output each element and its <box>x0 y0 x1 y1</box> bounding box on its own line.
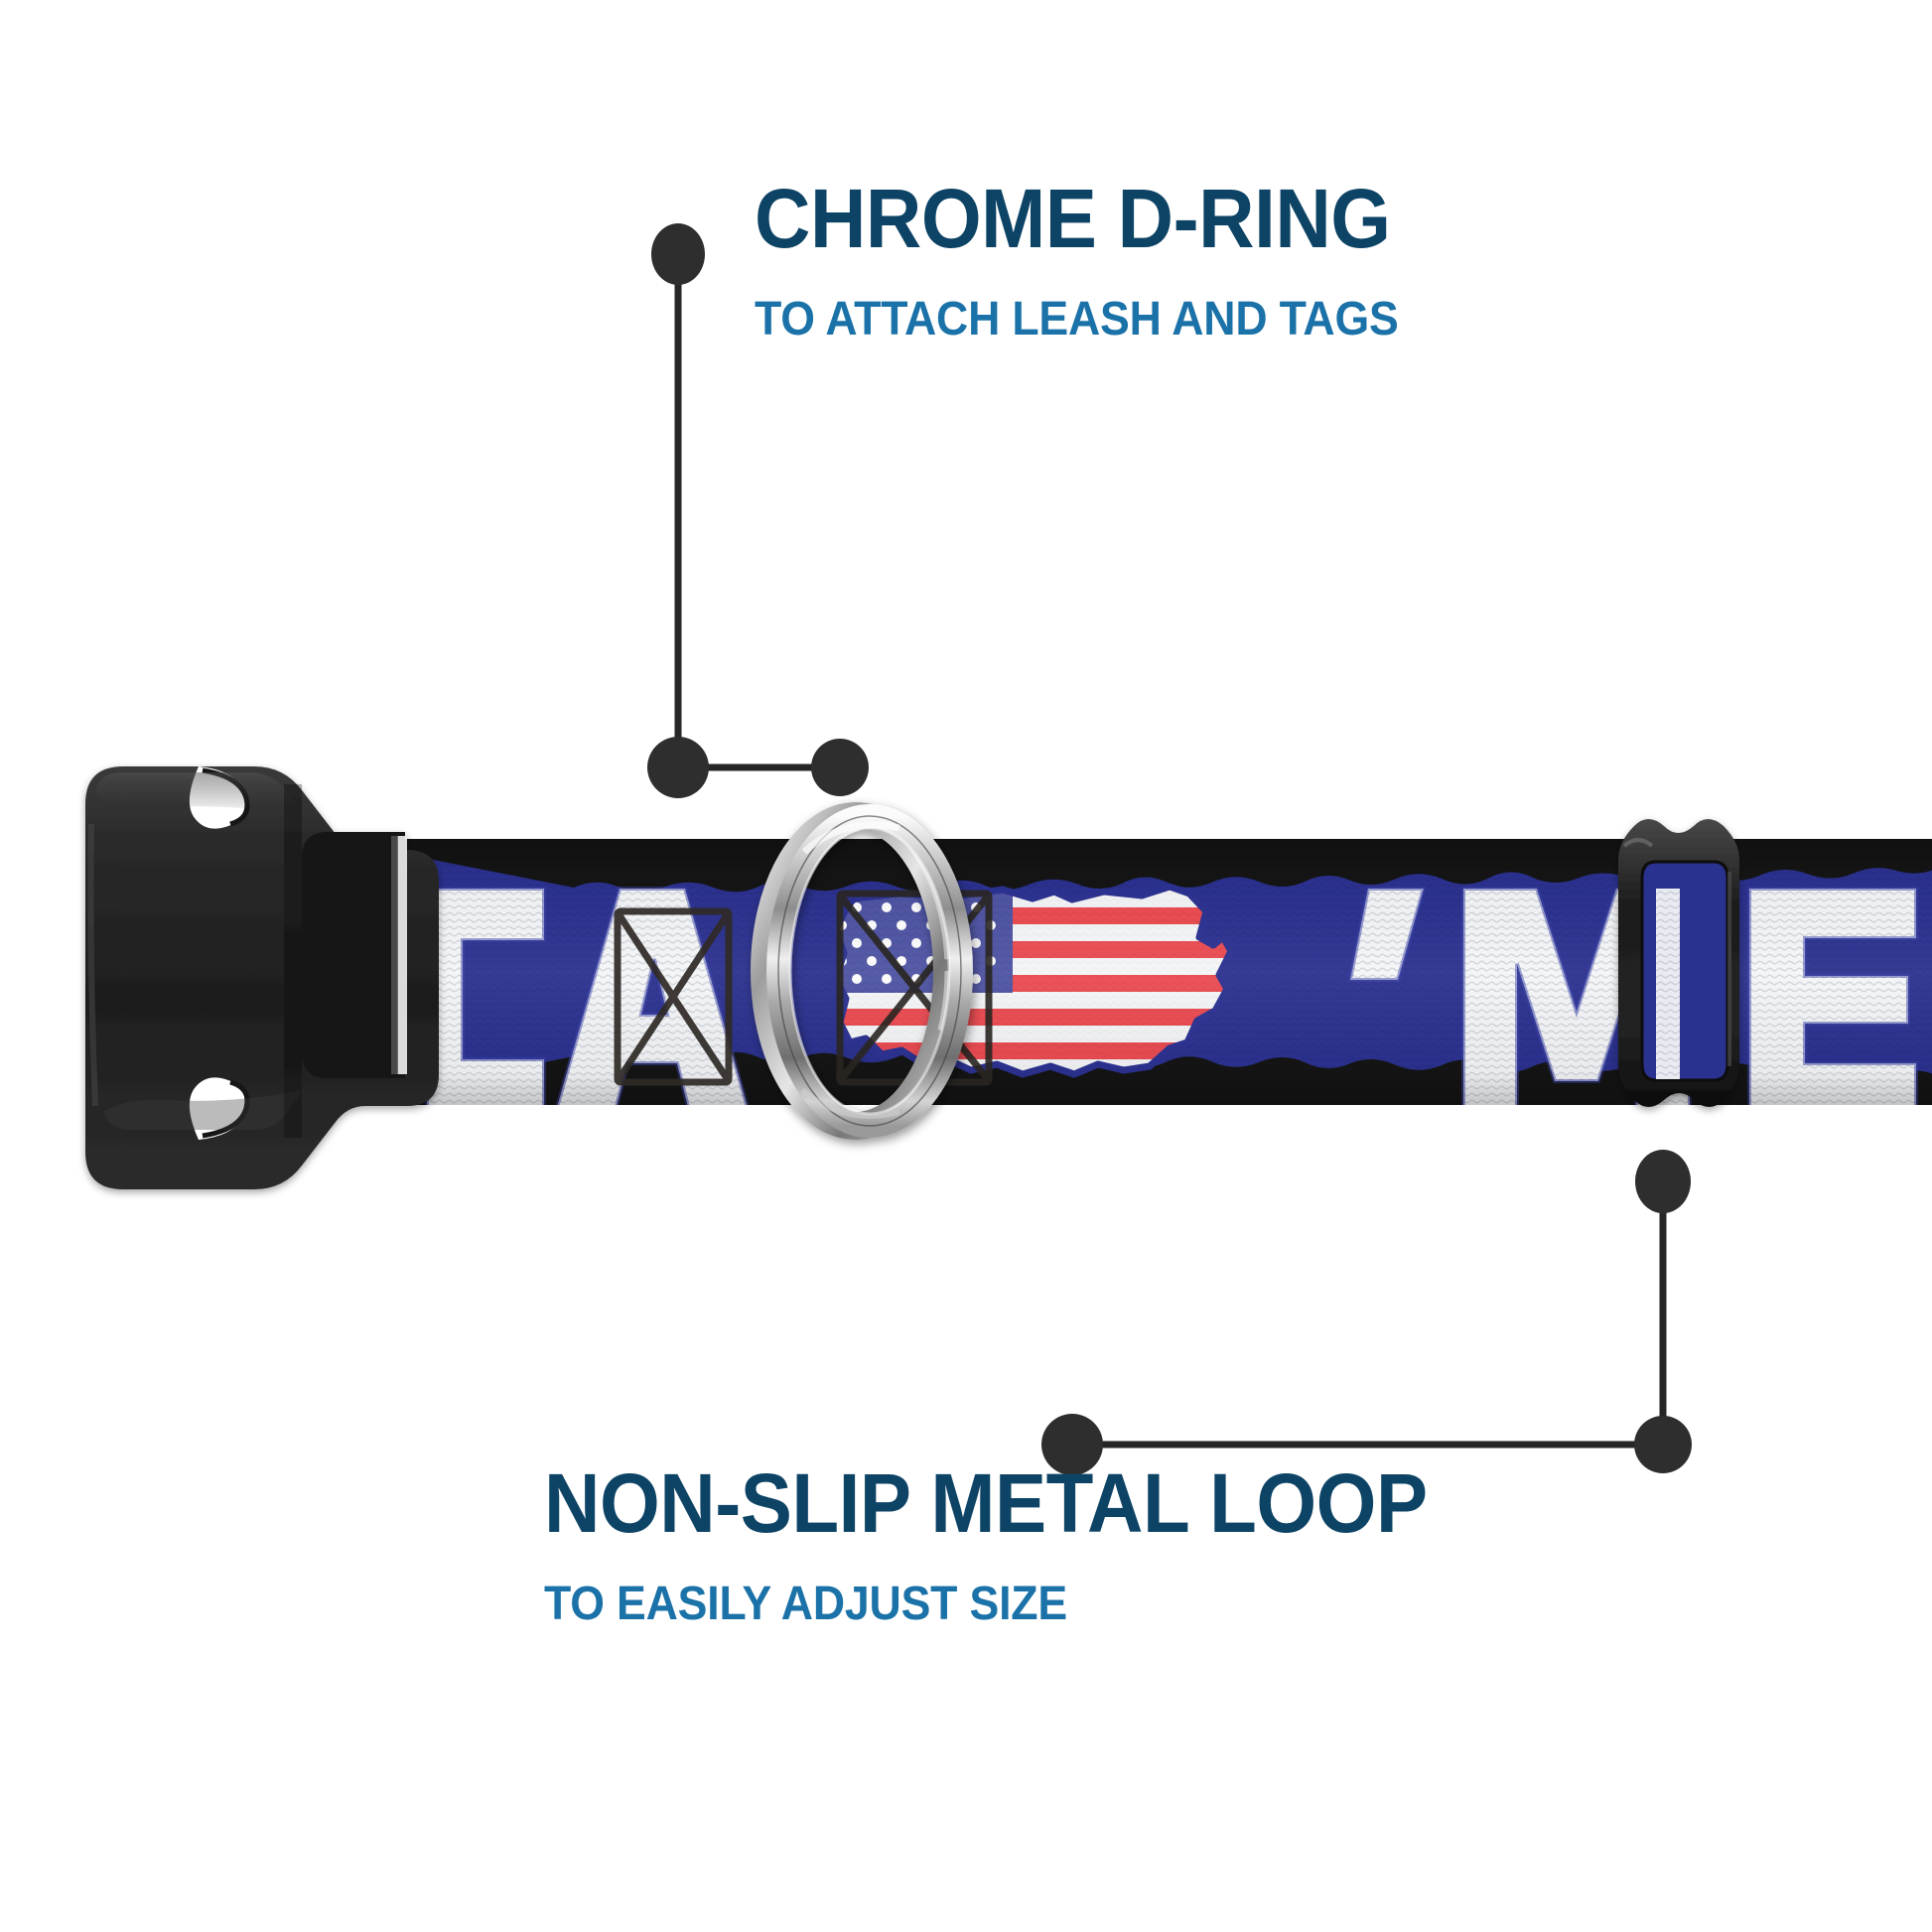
callout-subtitle-non-slip-metal-loop: TO EASILY ADJUST SIZE <box>544 1578 1067 1630</box>
callout-title-non-slip-metal-loop: NON-SLIP METAL LOOP <box>544 1456 1428 1550</box>
callout-subtitle-chrome-d-ring: TO ATTACH LEASH AND TAGS <box>755 293 1399 345</box>
callout-title-chrome-d-ring: CHROME D-RING <box>755 172 1391 265</box>
loop-webbing-fragment <box>1656 889 1680 1079</box>
side-release-buckle <box>85 766 439 1189</box>
buckle-stitch-x-left <box>614 907 733 1086</box>
chrome-d-ring <box>751 802 973 1140</box>
